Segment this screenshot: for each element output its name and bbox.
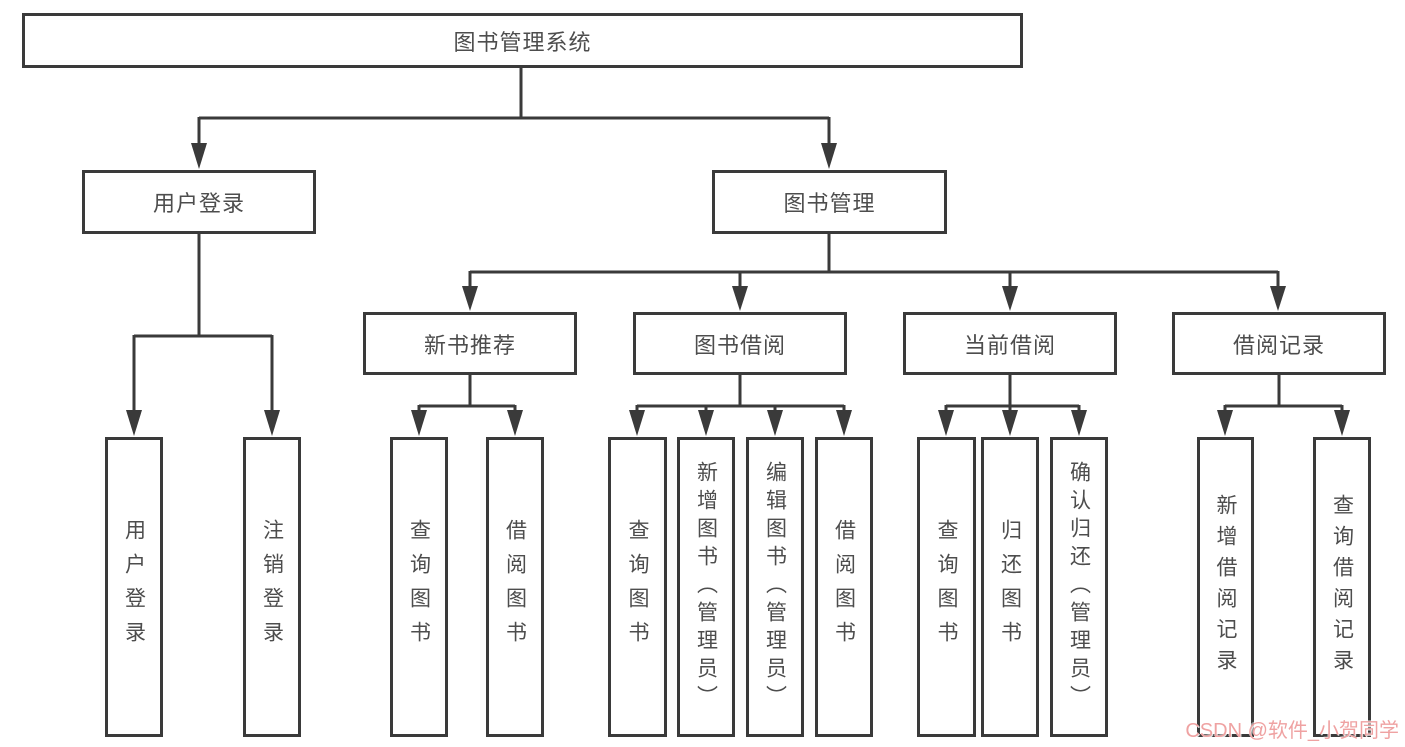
leaf-borrow-query-book-label: 查询图书 xyxy=(626,519,649,655)
leaf-current-query-book-label: 查询图书 xyxy=(935,519,958,655)
node-borrow-records: 借阅记录 xyxy=(1172,312,1386,375)
leaf-recommend-borrow-book: 借阅图书 xyxy=(486,437,544,737)
leaf-recommend-query-book: 查询图书 xyxy=(390,437,448,737)
leaf-current-confirm-return-admin-label: 确认归还（管理员） xyxy=(1067,461,1091,713)
node-book-borrow: 图书借阅 xyxy=(633,312,847,375)
node-user-login-label: 用户登录 xyxy=(152,191,245,216)
csdn-watermark: CSDN @软件_小贺同学 xyxy=(1185,720,1399,742)
leaf-current-return-book-label: 归还图书 xyxy=(998,519,1022,655)
leaf-records-query-record: 查询借阅记录 xyxy=(1313,437,1371,737)
node-book-borrow-label: 图书借阅 xyxy=(693,332,786,358)
leaf-logout: 注销登录 xyxy=(243,437,301,737)
leaf-borrow-edit-book-admin-label: 编辑图书（管理员） xyxy=(763,461,787,713)
leaf-user-login-label: 用户登录 xyxy=(122,519,146,655)
leaf-borrow-add-book-admin-label: 新增图书（管理员） xyxy=(694,461,718,713)
node-new-book-recommend-label: 新书推荐 xyxy=(423,332,516,358)
leaf-borrow-edit-book-admin: 编辑图书（管理员） xyxy=(746,437,804,737)
node-book-management: 图书管理 xyxy=(712,170,947,234)
node-root-system: 图书管理系统 xyxy=(22,13,1023,68)
leaf-borrow-add-book-admin: 新增图书（管理员） xyxy=(677,437,735,737)
leaf-borrow-query-book: 查询图书 xyxy=(608,437,667,737)
leaf-recommend-query-book-label: 查询图书 xyxy=(407,519,431,655)
leaf-recommend-borrow-book-label: 借阅图书 xyxy=(503,519,527,655)
node-current-borrow-label: 当前借阅 xyxy=(963,332,1056,358)
node-new-book-recommend: 新书推荐 xyxy=(363,312,577,375)
node-user-login: 用户登录 xyxy=(82,170,316,234)
leaf-records-add-record: 新增借阅记录 xyxy=(1197,437,1254,737)
node-book-management-label: 图书管理 xyxy=(783,191,876,216)
leaf-user-login: 用户登录 xyxy=(105,437,163,737)
leaf-records-query-record-label: 查询借阅记录 xyxy=(1330,494,1354,680)
leaf-current-confirm-return-admin: 确认归还（管理员） xyxy=(1050,437,1108,737)
leaf-borrow-borrow-book-label: 借阅图书 xyxy=(832,519,856,655)
leaf-logout-label: 注销登录 xyxy=(260,519,284,655)
leaf-borrow-borrow-book: 借阅图书 xyxy=(815,437,873,737)
node-root-label: 图书管理系统 xyxy=(453,29,592,55)
leaf-current-return-book: 归还图书 xyxy=(981,437,1039,737)
arrowheads xyxy=(126,143,1350,436)
node-borrow-records-label: 借阅记录 xyxy=(1232,332,1325,358)
leaf-current-query-book: 查询图书 xyxy=(917,437,976,737)
node-current-borrow: 当前借阅 xyxy=(903,312,1117,375)
leaf-records-add-record-label: 新增借阅记录 xyxy=(1214,494,1237,680)
